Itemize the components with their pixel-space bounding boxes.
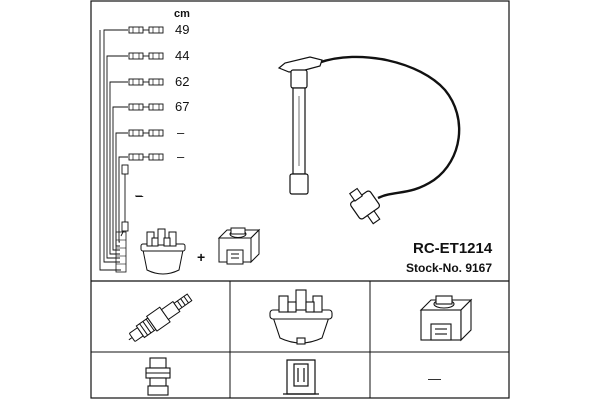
unit-label: cm [174, 8, 190, 20]
no-part-dash: — [428, 371, 441, 386]
wire-length-5: – [177, 125, 185, 140]
wire-connectors [115, 26, 164, 273]
wire-length-2: 44 [175, 48, 189, 63]
distributor-cap-icon [269, 289, 333, 345]
wire-length-1: 49 [175, 22, 189, 37]
stock-number: Stock-No. 9167 [406, 261, 492, 275]
wire-length-4: 67 [175, 99, 189, 114]
part-number: RC-ET1214 [413, 240, 493, 257]
ignition-coil-small-icon [217, 227, 261, 265]
wire-set-schematic [99, 29, 142, 271]
outer-frame [90, 0, 510, 399]
spark-plug-icon [128, 293, 193, 342]
wire-length-3: 62 [175, 74, 189, 89]
coil-connector-icon [283, 359, 319, 395]
wire-length-6: – [177, 149, 185, 164]
ignition-coil-icon [419, 295, 473, 342]
plus-sign: + [197, 249, 205, 265]
spark-plug-boot-icon [145, 357, 171, 396]
ignition-cable-icon [277, 55, 461, 225]
wire-length-extra: – [136, 188, 144, 203]
distributor-cap-small-icon [140, 228, 186, 275]
